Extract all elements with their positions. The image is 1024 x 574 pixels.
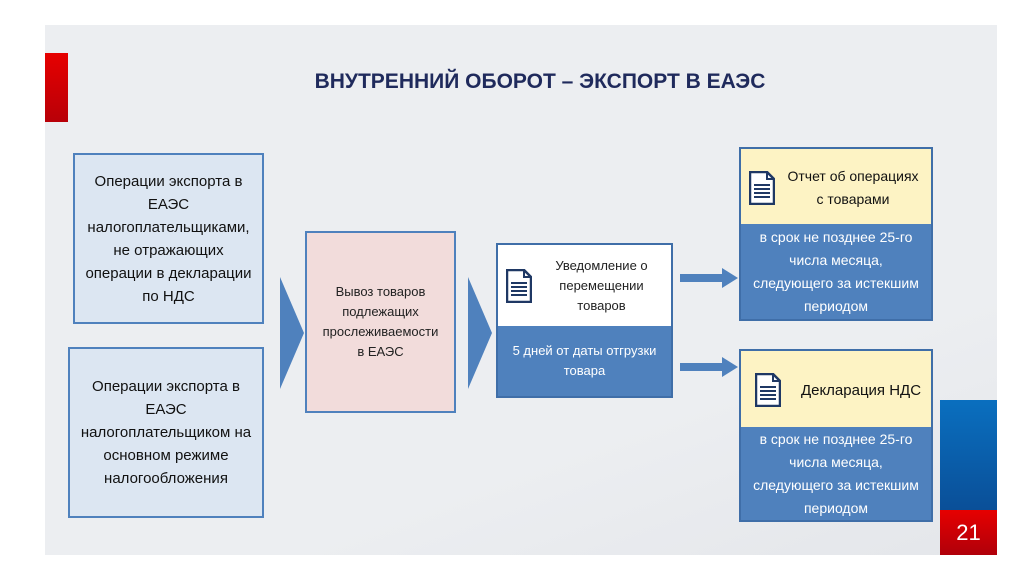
export-general-regime-box: Операции экспорта в ЕАЭС налогоплательщи… xyxy=(68,347,264,518)
text-line: с товарами xyxy=(816,190,890,207)
text-line: прослеживаемости xyxy=(322,324,439,339)
export-non-vat-payers-box: Операции экспорта в ЕАЭС налогоплательщи… xyxy=(73,153,264,324)
text-line: не отражающих xyxy=(113,241,224,259)
text-line: 5 дней от даты отгрузки xyxy=(512,343,657,358)
document-icon xyxy=(755,373,781,407)
text-line: периодом xyxy=(803,499,869,516)
text-line: Уведомление о xyxy=(555,257,648,273)
text-line: периодом xyxy=(803,297,869,314)
text-line: перемещении xyxy=(559,277,644,293)
text-line: в срок не позднее 25-го xyxy=(759,430,913,447)
text-line: налогоплательщиком на xyxy=(80,424,252,441)
document-icon xyxy=(506,268,532,303)
text-line: по НДС xyxy=(142,287,195,305)
text-line: операции в декларации xyxy=(85,264,252,282)
text-line: Вывоз товаров xyxy=(335,284,426,299)
text-line: подлежащих xyxy=(342,304,419,319)
page-number: 21 xyxy=(940,510,997,555)
right-arrow-icon xyxy=(680,268,738,288)
vat-declaration-box: Декларация НДС в срок не позднее 25-го ч… xyxy=(739,349,933,522)
text-line: Отчет об операциях xyxy=(787,167,919,184)
text-line: в срок не позднее 25-го xyxy=(759,228,913,245)
text-line: товаров xyxy=(577,297,626,313)
text-line: основном режиме xyxy=(103,447,229,464)
text-line: товара xyxy=(563,363,606,378)
text-line: налогоплательщиками, xyxy=(87,218,250,236)
slide-title: ВНУТРЕННИЙ ОБОРОТ – ЭКСПОРТ В ЕАЭС xyxy=(314,70,766,93)
text-line: в ЕАЭС xyxy=(357,344,404,359)
text-line: ЕАЭС xyxy=(147,195,190,213)
text-line: следующего за истекшим xyxy=(753,476,919,493)
text-line: Операции экспорта в xyxy=(92,378,240,395)
text-line: числа месяца, xyxy=(789,453,883,470)
text-line: следующего за истекшим xyxy=(753,274,919,291)
text-line: числа месяца, xyxy=(789,251,883,268)
text-line: ЕАЭС xyxy=(145,401,187,418)
document-icon xyxy=(749,170,775,205)
chevron-arrow-icon xyxy=(280,277,304,389)
goods-export-box: Вывоз товаров подлежащих прослеживаемост… xyxy=(305,231,456,413)
notification-box: Уведомление о перемещении товаров 5 дней… xyxy=(496,243,673,398)
text-line: Операции экспорта в xyxy=(94,172,243,190)
text-line: налогообложения xyxy=(104,470,228,487)
chevron-arrow-icon xyxy=(468,277,492,389)
goods-operations-report-box: Отчет об операциях с товарами в срок не … xyxy=(739,147,933,321)
right-arrow-icon xyxy=(680,357,738,377)
blue-accent-bar xyxy=(940,400,997,510)
text-line: Декларация НДС xyxy=(800,381,922,399)
red-accent-bar xyxy=(45,53,68,122)
